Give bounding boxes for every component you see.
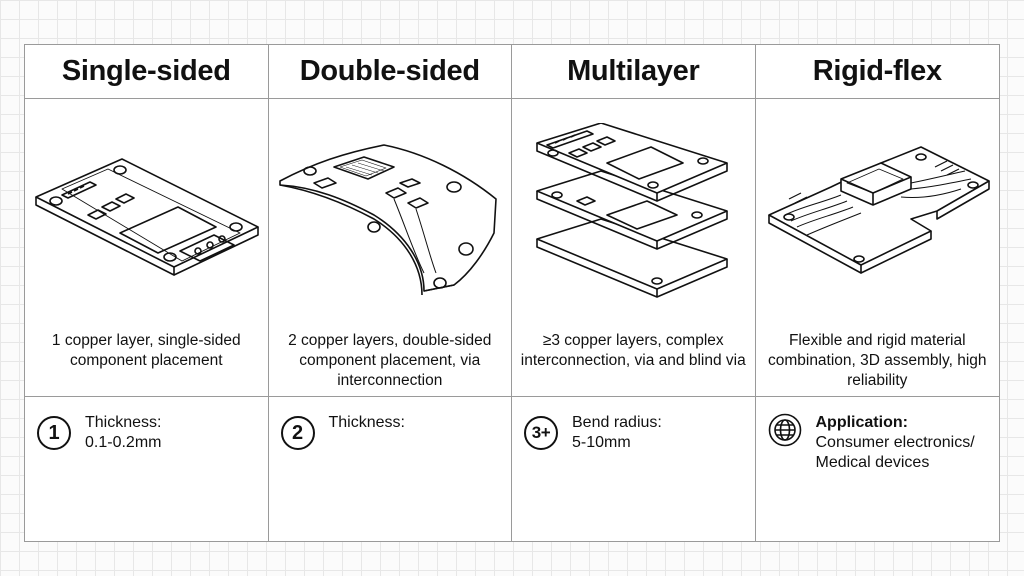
single-sided-board-illustration bbox=[25, 99, 268, 327]
column-title: Multilayer bbox=[512, 45, 755, 99]
column-title: Rigid-flex bbox=[755, 45, 999, 99]
layer-count-badge: 1 bbox=[37, 416, 71, 450]
spec-value: 5-10mm bbox=[572, 434, 631, 451]
column-double-sided: Double-sided bbox=[268, 45, 512, 541]
layer-count-badge: 2 bbox=[280, 416, 315, 450]
column-title: Double-sided bbox=[268, 45, 511, 99]
spec-label: Application: bbox=[815, 414, 908, 431]
pcb-comparison-table: Single-sided 1 copper layer, bbox=[24, 44, 1000, 542]
spec-row: 3+ Bend radius: 5-10mm bbox=[512, 397, 755, 541]
multilayer-board-stack-illustration bbox=[512, 99, 755, 327]
globe-icon bbox=[768, 413, 801, 447]
column-rigid-flex: Rigid-flex bbox=[755, 45, 1000, 541]
spec-row: 1 Thickness: 0.1-0.2mm bbox=[25, 397, 268, 541]
spec-label: Bend radius: bbox=[572, 414, 662, 431]
spec-row: Application: Consumer electronics/ Medic… bbox=[756, 397, 1000, 541]
spec-value-line-1: Consumer electronics/ bbox=[815, 434, 975, 451]
spec-label: Thickness: bbox=[328, 414, 405, 431]
column-description: 1 copper layer, single-sided component p… bbox=[25, 327, 268, 397]
column-description: 2 copper layers, double-sided component … bbox=[268, 327, 511, 397]
double-sided-flex-board-illustration bbox=[269, 99, 512, 327]
rigid-flex-board-illustration bbox=[756, 99, 1000, 327]
column-single-sided: Single-sided 1 copper layer, bbox=[25, 45, 269, 541]
column-description: Flexible and rigid material combination,… bbox=[755, 327, 999, 397]
spec-value: 0.1-0.2mm bbox=[85, 434, 162, 451]
layer-count-badge: 3+ bbox=[524, 416, 558, 450]
spec-row: 2 Thickness: bbox=[269, 397, 512, 541]
spec-label: Thickness: bbox=[85, 414, 162, 431]
spec-value-line-2: Medical devices bbox=[815, 454, 930, 471]
column-title: Single-sided bbox=[25, 45, 268, 99]
column-description: ≥3 copper layers, complex interconnectio… bbox=[512, 327, 755, 397]
column-multilayer: Multilayer bbox=[512, 45, 756, 541]
